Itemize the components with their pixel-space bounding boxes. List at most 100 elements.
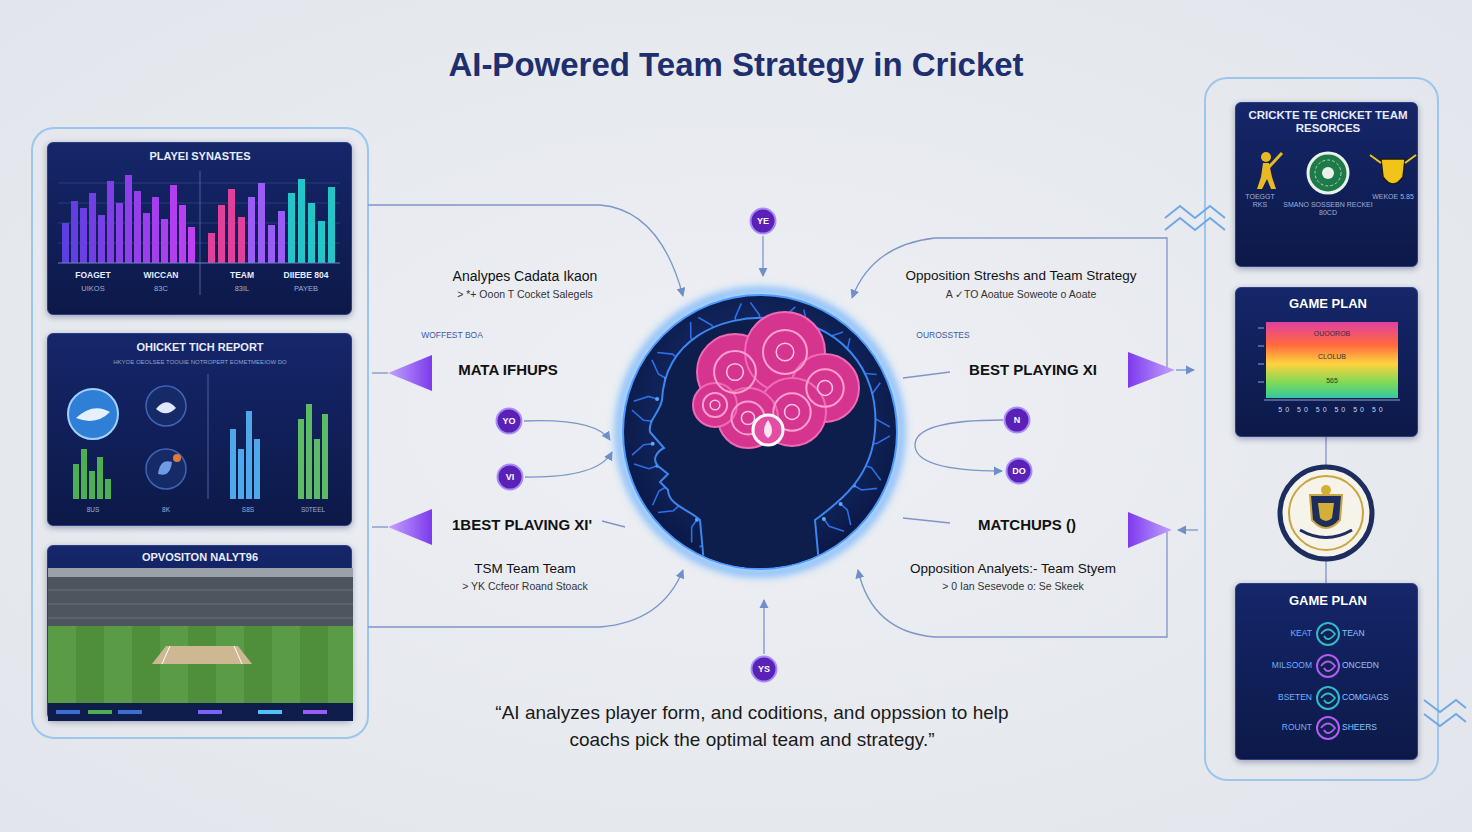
illustration-part xyxy=(650,318,876,575)
section-label: MATCHUPS () xyxy=(978,516,1076,533)
illustration-part xyxy=(1317,717,1339,739)
illustration-part xyxy=(693,383,737,427)
illustration-part xyxy=(763,330,807,374)
opposition-panel: OPVOSITON NALYT96 xyxy=(47,545,352,720)
illustration-part xyxy=(48,576,353,632)
step-badge: DO xyxy=(1005,457,1033,485)
node-shape xyxy=(48,546,353,721)
illustration-part xyxy=(208,233,215,263)
illustration-part xyxy=(107,181,114,263)
illustration-part xyxy=(303,710,327,714)
illustration-part xyxy=(764,420,772,438)
illustration-part xyxy=(1280,467,1372,559)
section-label: 1BEST PLAVING XI' xyxy=(452,516,592,533)
illustration-part xyxy=(73,464,79,499)
illustration-part xyxy=(741,411,754,424)
illustration-part xyxy=(134,191,141,263)
illustration-part xyxy=(632,410,653,421)
illustration-part xyxy=(525,452,612,477)
illustration-part xyxy=(246,411,252,499)
illustration-part xyxy=(105,479,111,499)
node-heading: OHICKET TICH REPORT xyxy=(136,341,263,354)
section-label: BEST PLAYING XI xyxy=(969,361,1097,378)
node-text: PAYEB xyxy=(294,285,318,294)
illustration-part xyxy=(234,646,242,664)
illustration-part xyxy=(272,626,300,703)
illustration-part xyxy=(1424,700,1466,712)
node-heading: YE xyxy=(757,216,769,226)
illustration-part xyxy=(179,205,186,263)
illustration-part xyxy=(48,604,353,605)
flow-sublabel: > *+ Ooon T Cocket Salegels xyxy=(457,288,593,300)
illustration-part xyxy=(703,393,727,417)
step-badge: YE xyxy=(749,207,777,235)
illustration-part xyxy=(497,409,522,434)
illustration-part xyxy=(170,185,177,263)
illustration-part xyxy=(161,219,168,263)
node-heading: GAME PLAN xyxy=(1289,594,1367,609)
illustration-part xyxy=(806,369,843,406)
illustration-part xyxy=(308,203,315,263)
illustration-part xyxy=(634,396,657,401)
illustration-part xyxy=(314,439,320,499)
small-label: WOFFEST BOA xyxy=(421,331,483,341)
node-text: 8K xyxy=(162,506,170,513)
illustration-part xyxy=(1308,153,1348,193)
illustration-part xyxy=(903,518,950,523)
illustration-part xyxy=(188,227,195,263)
flow-label: Analypes Cadata Ikaon xyxy=(453,268,598,284)
illustration-part xyxy=(58,203,340,204)
node-heading: N xyxy=(1014,415,1021,425)
illustration-part xyxy=(104,626,132,703)
illustration-part xyxy=(1289,476,1363,550)
illustration-part xyxy=(752,657,777,682)
illustration-part xyxy=(71,201,78,263)
illustration-part xyxy=(710,400,720,410)
illustration-part xyxy=(1261,152,1271,162)
node-text: OUOOROB xyxy=(1314,330,1351,338)
team-emblem xyxy=(1280,467,1372,559)
illustration-part xyxy=(602,521,625,527)
illustration-part xyxy=(854,486,877,490)
illustration-part xyxy=(56,710,80,714)
step-badge: YO xyxy=(495,407,523,435)
illustration-part xyxy=(524,421,610,440)
illustration-part xyxy=(1176,369,1194,370)
illustration-part xyxy=(146,386,186,426)
illustration-part xyxy=(762,236,763,276)
illustration-part xyxy=(173,454,181,462)
node-heading: DO xyxy=(1012,466,1026,476)
flow-sublabel: A ✓TO Aoatue Soweote o Aoate xyxy=(946,288,1096,300)
node-text: WEKOE 5.85 xyxy=(1370,193,1416,201)
illustration-part xyxy=(48,590,353,591)
illustration-part xyxy=(388,509,432,545)
flow-sublabel: > YK Ccfeor Roand Stoack xyxy=(462,580,588,592)
illustration-part xyxy=(322,414,328,499)
illustration-part xyxy=(1007,459,1032,484)
illustration-part xyxy=(76,408,110,421)
illustration-part xyxy=(156,402,176,413)
illustration-part xyxy=(903,372,950,378)
illustration-part xyxy=(248,197,255,263)
illustration-part xyxy=(58,263,340,264)
illustration-part xyxy=(216,626,244,703)
node-text: HKYOE OEOLSEE TOOUIE NOTROPERT EOMETMEEI… xyxy=(113,359,287,366)
illustration-part xyxy=(258,710,282,714)
illustration-part xyxy=(852,238,1167,372)
illustration-part xyxy=(785,405,800,420)
illustration-part xyxy=(298,419,304,499)
flow-label: Opposition Streshs and Team Strategy xyxy=(906,268,1137,284)
illustration-part xyxy=(160,626,188,703)
illustration-part xyxy=(89,193,96,263)
illustration-part xyxy=(1381,159,1405,184)
illustration-part xyxy=(1258,346,1264,347)
node-heading: CRICKTE TE CRICKET TEAM RESORCES xyxy=(1244,109,1412,135)
node-heading: VI xyxy=(506,472,515,482)
node-text: UIKOS xyxy=(81,285,104,294)
illustration-part xyxy=(1325,437,1326,467)
illustration-part xyxy=(258,183,265,263)
illustration-part xyxy=(1321,630,1335,640)
illustration-part xyxy=(80,208,87,263)
illustration-part xyxy=(1264,400,1400,401)
